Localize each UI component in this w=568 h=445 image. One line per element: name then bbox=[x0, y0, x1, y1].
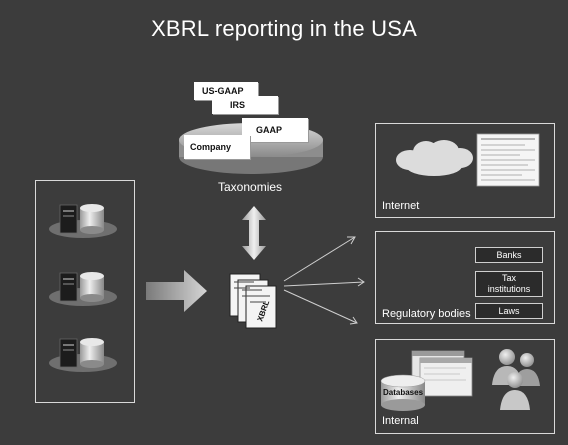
taxonomies-label: Taxonomies bbox=[218, 180, 283, 194]
taxonomy-paper-company: Company bbox=[184, 135, 250, 159]
internet-label: Internet bbox=[382, 200, 420, 212]
database-icon bbox=[380, 374, 426, 411]
internal-panel bbox=[375, 339, 555, 434]
server-stack-1 bbox=[49, 204, 117, 238]
server-icon bbox=[59, 204, 78, 234]
database-icon bbox=[80, 272, 104, 302]
regulatory-item-tax-institutions: Tax institutions bbox=[475, 271, 543, 297]
double-arrow-icon bbox=[242, 206, 266, 260]
people-icon bbox=[492, 349, 540, 410]
taxonomy-paper-gaap: GAAP bbox=[242, 118, 308, 142]
server-stack-2 bbox=[49, 272, 117, 306]
databases-label: Databases bbox=[383, 388, 424, 397]
server-stack-3 bbox=[49, 338, 117, 372]
database-icon bbox=[80, 338, 104, 368]
regulatory-bodies-label: Regulatory bodies bbox=[382, 308, 471, 320]
regulatory-item-laws: Laws bbox=[475, 303, 543, 319]
arrow-right-icon bbox=[146, 270, 207, 312]
internet-panel bbox=[375, 123, 555, 218]
regulatory-item-banks: Banks bbox=[475, 247, 543, 263]
diagram-title: XBRL reporting in the USA bbox=[151, 16, 417, 41]
source-systems-panel bbox=[35, 180, 135, 403]
report-document-icon bbox=[476, 133, 540, 187]
xbrl-documents-icon: XBRL bbox=[229, 273, 277, 329]
regulatory-bodies-panel bbox=[375, 231, 555, 324]
database-icon bbox=[80, 204, 104, 234]
cloud-icon bbox=[396, 140, 473, 176]
taxonomy-paper-irs: IRS bbox=[212, 96, 278, 114]
connector-lines bbox=[283, 236, 365, 325]
server-icon bbox=[59, 338, 78, 368]
internal-label: Internal bbox=[382, 415, 419, 427]
taxonomy-paper-us-gaap: US-GAAP bbox=[194, 82, 258, 100]
server-icon bbox=[59, 272, 78, 302]
